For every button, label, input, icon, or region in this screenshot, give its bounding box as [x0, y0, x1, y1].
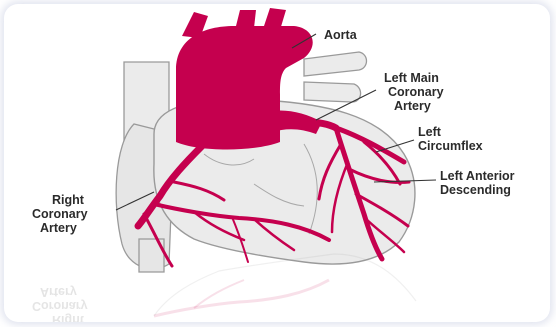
reflection-label-line-1: Right	[52, 313, 85, 322]
label-left-main-line-3: Artery	[394, 99, 431, 113]
label-right-coronary-line-2: Coronary	[32, 207, 88, 221]
label-left-circumflex-line-1: Left	[418, 125, 442, 139]
reflection-label-line-3: Artery	[40, 285, 77, 299]
pulmonary-vessel-upper	[304, 52, 367, 76]
reflection-label-line-2: Coronary	[32, 299, 88, 313]
reflection-rca	[154, 280, 329, 316]
label-right-coronary-line-3: Artery	[40, 221, 77, 235]
pulmonary-vessel-lower	[304, 82, 361, 102]
diagram-frame: Aorta Left Main Coronary Artery Left Cir…	[4, 4, 550, 322]
label-lad-line-1: Left Anterior	[440, 169, 515, 183]
aorta-vessel	[176, 8, 322, 150]
label-right-coronary-line-1: Right	[52, 193, 85, 207]
aorta-branch-2	[236, 10, 256, 28]
label-left-circumflex-line-2: Circumflex	[418, 139, 483, 153]
heart-coronary-diagram: Aorta Left Main Coronary Artery Left Cir…	[4, 4, 550, 322]
label-left-main-line-1: Left Main	[384, 71, 439, 85]
label-left-main-line-2: Coronary	[388, 85, 444, 99]
label-aorta: Aorta	[324, 28, 358, 42]
label-lad-line-2: Descending	[440, 183, 511, 197]
mirror-reflection: Right Coronary Artery	[32, 254, 416, 322]
